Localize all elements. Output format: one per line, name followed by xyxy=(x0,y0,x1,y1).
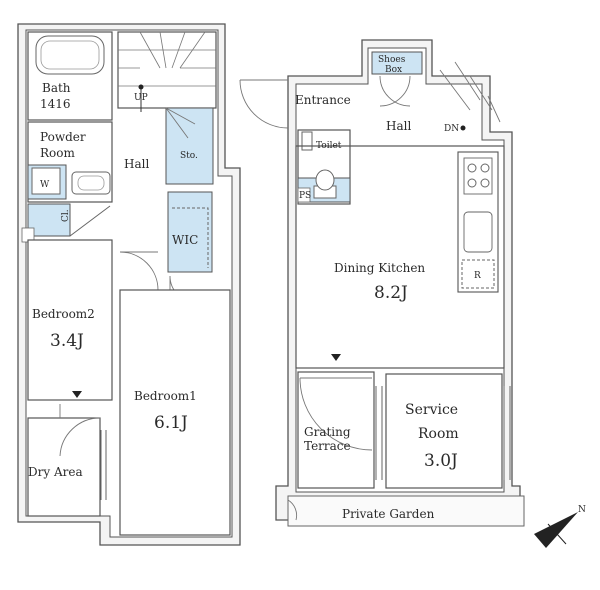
dining-kitchen xyxy=(295,145,505,369)
entrance-label: Entrance xyxy=(295,93,351,107)
dining-kitchen-label: Dining Kitchen xyxy=(334,261,425,275)
dn-stair-marks xyxy=(439,61,501,123)
bedroom2-label: Bedroom2 xyxy=(32,307,95,321)
bath-size-label: 1416 xyxy=(40,97,71,111)
stair-arrow-dot xyxy=(138,84,144,90)
compass-n-label: N xyxy=(578,505,586,515)
wic-label: WIC xyxy=(172,233,198,247)
floor-2: Shoes Box Entrance Hall DN Toilet PS Din… xyxy=(239,39,525,527)
bedroom2 xyxy=(27,239,113,401)
private-garden xyxy=(287,495,525,527)
hall-door-arc-1 xyxy=(119,251,159,291)
bathtub-inner xyxy=(40,40,100,70)
service-size: 3.0J xyxy=(424,451,458,471)
wic-shelf xyxy=(172,207,209,268)
toilet-bowl xyxy=(315,169,335,191)
stove xyxy=(463,157,493,195)
compass-axis xyxy=(547,523,567,545)
storage-door xyxy=(165,107,196,139)
private-garden-label: Private Garden xyxy=(342,507,435,521)
washbasin-inner xyxy=(77,175,105,191)
ps-label: PS xyxy=(299,191,311,201)
washbasin xyxy=(71,171,111,195)
washer-box xyxy=(31,167,61,195)
dry-area-label: Dry Area xyxy=(28,465,83,479)
fridge-space xyxy=(461,259,495,289)
storage-room xyxy=(165,107,214,185)
floor-1: Bath 1416 UP Powder Room W Cl. Hall Sto.… xyxy=(17,23,241,546)
service-room-window-left xyxy=(375,386,383,480)
outside-door-arc xyxy=(239,79,289,129)
service-room xyxy=(385,373,503,489)
compass-arrow-icon xyxy=(534,512,578,548)
dn-label: DN xyxy=(444,124,459,134)
shoes-box xyxy=(371,51,423,75)
grating-label-1: Grating xyxy=(304,425,351,439)
dry-area xyxy=(27,417,101,517)
terrace-door xyxy=(299,377,373,451)
bedroom1-window xyxy=(100,430,107,500)
grating-terrace xyxy=(297,371,375,489)
garden-gate xyxy=(287,499,298,521)
hall-label-1: Hall xyxy=(124,157,149,171)
ps-box-2 xyxy=(297,187,311,203)
service-room-window-right xyxy=(503,386,511,480)
fridge-label: R xyxy=(474,271,481,281)
grating-label-2: Terrace xyxy=(304,439,351,453)
washer-label: W xyxy=(40,180,50,190)
stair-treads xyxy=(118,31,216,87)
bathtub xyxy=(35,35,105,75)
bedroom1-label: Bedroom1 xyxy=(134,389,197,403)
service-label-2: Room xyxy=(418,426,459,442)
staircase xyxy=(117,31,217,109)
bath-label: Bath xyxy=(42,81,71,95)
hall-label-2: Hall xyxy=(386,119,411,133)
entrance-door xyxy=(379,75,411,107)
bedroom2-door-marker xyxy=(72,391,82,398)
toilet-label: Toilet xyxy=(316,141,342,151)
dn-dot xyxy=(460,125,466,131)
powder-label-2: Room xyxy=(40,146,75,160)
linen-closet xyxy=(27,203,71,237)
shoes-label-1: Shoes xyxy=(378,55,406,65)
walk-in-closet xyxy=(167,191,213,273)
dry-area-door xyxy=(59,404,101,457)
shoes-label-2: Box xyxy=(385,65,402,75)
up-label: UP xyxy=(134,93,148,103)
bedroom1-size: 6.1J xyxy=(154,413,188,433)
service-label-1: Service xyxy=(405,402,458,418)
terrace-door-marker xyxy=(331,354,341,361)
storage-label: Sto. xyxy=(180,151,198,161)
bedroom2-size: 3.4J xyxy=(50,331,84,351)
dining-kitchen-size: 8.2J xyxy=(374,283,408,303)
bedroom1 xyxy=(119,289,231,536)
kitchen-sink xyxy=(463,211,493,253)
compass: N xyxy=(534,505,586,548)
powder-label-1: Powder xyxy=(40,130,86,144)
closet-label: Cl. xyxy=(61,209,71,222)
toilet-sink xyxy=(301,131,313,151)
diagonal-hall-wall xyxy=(69,205,111,237)
